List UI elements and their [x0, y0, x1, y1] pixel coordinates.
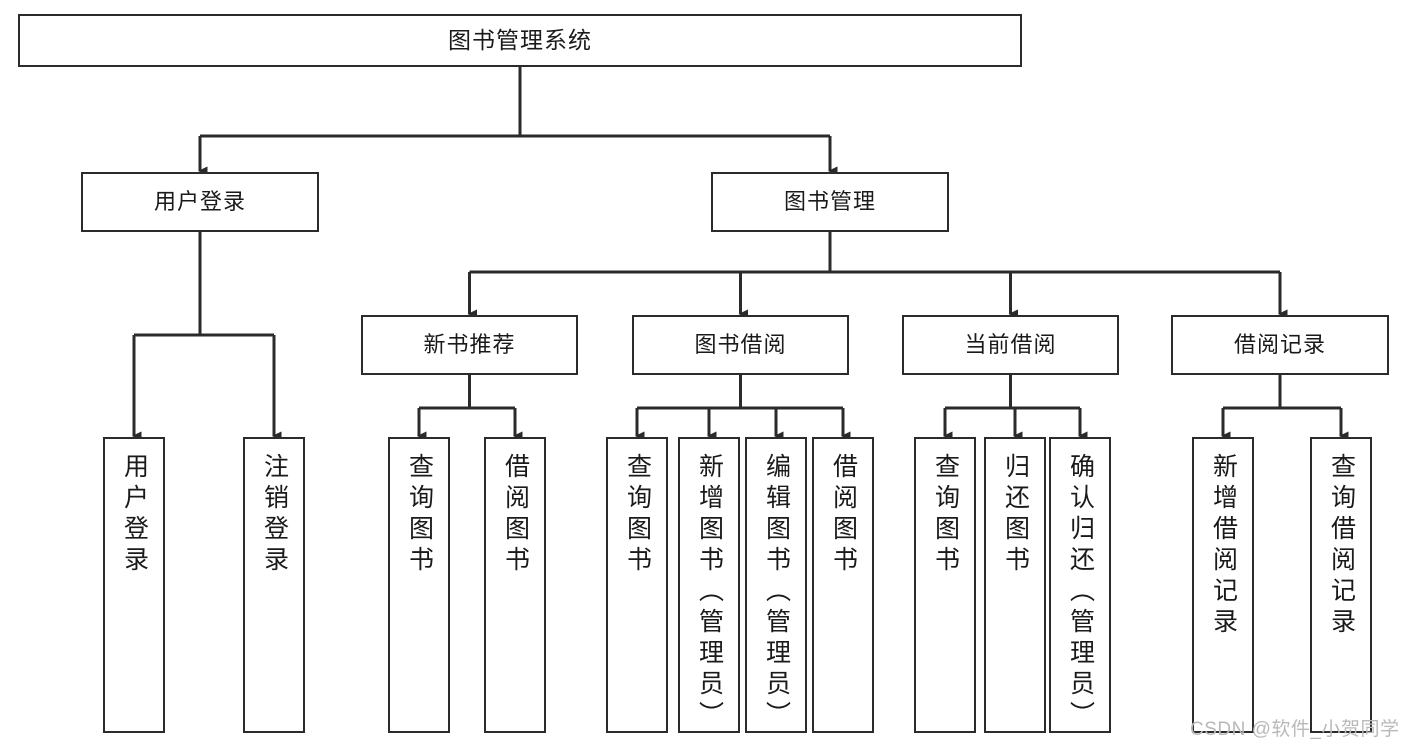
- node-label: 新增借阅记录: [1209, 453, 1238, 639]
- node-leaf-cur-2[interactable]: 归还图书: [984, 437, 1046, 733]
- node-label: 查询图书: [405, 453, 434, 577]
- node-label: 新增图书（管理员）: [695, 453, 724, 732]
- node-leaf-rec-1[interactable]: 新增借阅记录: [1192, 437, 1254, 733]
- node-label: 用户登录: [120, 453, 149, 577]
- node-leaf-login-2[interactable]: 注销登录: [243, 437, 305, 733]
- node-label: 图书借阅: [694, 331, 787, 357]
- node-label: 图书管理系统: [448, 26, 592, 53]
- node-login[interactable]: 用户登录: [81, 172, 319, 232]
- node-leaf-borrow-1[interactable]: 查询图书: [606, 437, 668, 733]
- node-label: 借阅记录: [1233, 331, 1326, 357]
- node-leaf-new-2[interactable]: 借阅图书: [484, 437, 546, 733]
- node-borrow[interactable]: 图书借阅: [632, 315, 849, 375]
- node-newbook[interactable]: 新书推荐: [361, 315, 578, 375]
- node-bookmgmt[interactable]: 图书管理: [711, 172, 949, 232]
- node-current[interactable]: 当前借阅: [902, 315, 1119, 375]
- watermark-text: CSDN @软件_小贺同学: [1190, 719, 1400, 740]
- node-root[interactable]: 图书管理系统: [18, 14, 1022, 67]
- node-label: 查询借阅记录: [1327, 453, 1356, 639]
- node-leaf-cur-1[interactable]: 查询图书: [914, 437, 976, 733]
- node-label: 新书推荐: [423, 331, 516, 357]
- node-leaf-new-1[interactable]: 查询图书: [388, 437, 450, 733]
- node-label: 图书管理: [783, 188, 876, 214]
- node-label: 查询图书: [931, 453, 960, 577]
- node-label: 当前借阅: [964, 331, 1057, 357]
- node-label: 查询图书: [623, 453, 652, 577]
- node-label: 归还图书: [1001, 453, 1030, 577]
- node-leaf-borrow-2[interactable]: 新增图书（管理员）: [678, 437, 740, 733]
- node-label: 用户登录: [153, 188, 246, 214]
- node-leaf-login-1[interactable]: 用户登录: [103, 437, 165, 733]
- node-leaf-borrow-4[interactable]: 借阅图书: [812, 437, 874, 733]
- node-leaf-rec-2[interactable]: 查询借阅记录: [1310, 437, 1372, 733]
- node-label: 借阅图书: [501, 453, 530, 577]
- node-label: 借阅图书: [829, 453, 858, 577]
- node-label: 注销登录: [260, 453, 289, 577]
- node-label: 编辑图书（管理员）: [762, 453, 791, 732]
- edge-group: [131, 67, 1349, 441]
- node-label: 确认归还（管理员）: [1066, 453, 1095, 732]
- node-leaf-borrow-3[interactable]: 编辑图书（管理员）: [745, 437, 807, 733]
- node-records[interactable]: 借阅记录: [1171, 315, 1389, 375]
- node-leaf-cur-3[interactable]: 确认归还（管理员）: [1049, 437, 1111, 733]
